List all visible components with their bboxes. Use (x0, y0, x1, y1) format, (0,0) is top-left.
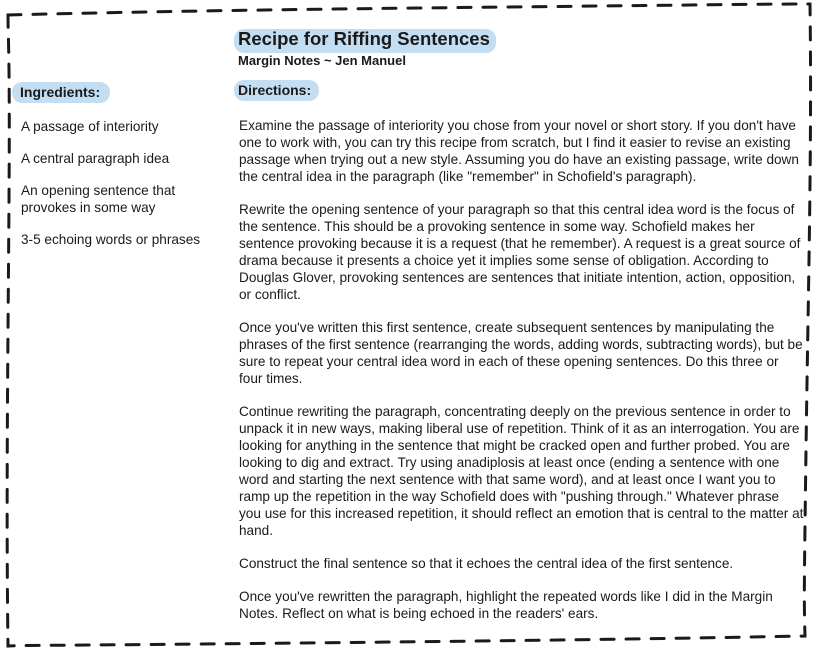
ingredients-heading: Ingredients: (11, 82, 111, 103)
page-subtitle: Margin Notes ~ Jen Manuel (238, 53, 406, 68)
header: Recipe for Riffing Sentences Margin Note… (234, 27, 496, 69)
ingredient-item: An opening sentence that provokes in som… (21, 183, 176, 215)
direction-paragraph: Once you've written this first sentence,… (239, 320, 803, 386)
direction-paragraph: Construct the final sentence so that it … (239, 556, 734, 571)
ingredient-item: A central paragraph idea (21, 151, 170, 166)
ingredient-item: A passage of interiority (21, 119, 159, 134)
direction-paragraph: Rewrite the opening sentence of your par… (239, 202, 801, 302)
direction-paragraph: Examine the passage of interiority you c… (239, 118, 799, 184)
direction-paragraph: Continue rewriting the paragraph, concen… (239, 404, 804, 538)
directions-heading: Directions: (233, 80, 320, 101)
ingredient-item: 3-5 echoing words or phrases (21, 232, 201, 247)
ingredients-list: A passage of interiority A central parag… (21, 118, 226, 263)
page-title: Recipe for Riffing Sentences (234, 28, 496, 53)
direction-paragraph: Once you've rewritten the paragraph, hig… (239, 589, 773, 621)
directions-body: Examine the passage of interiority you c… (239, 117, 804, 638)
